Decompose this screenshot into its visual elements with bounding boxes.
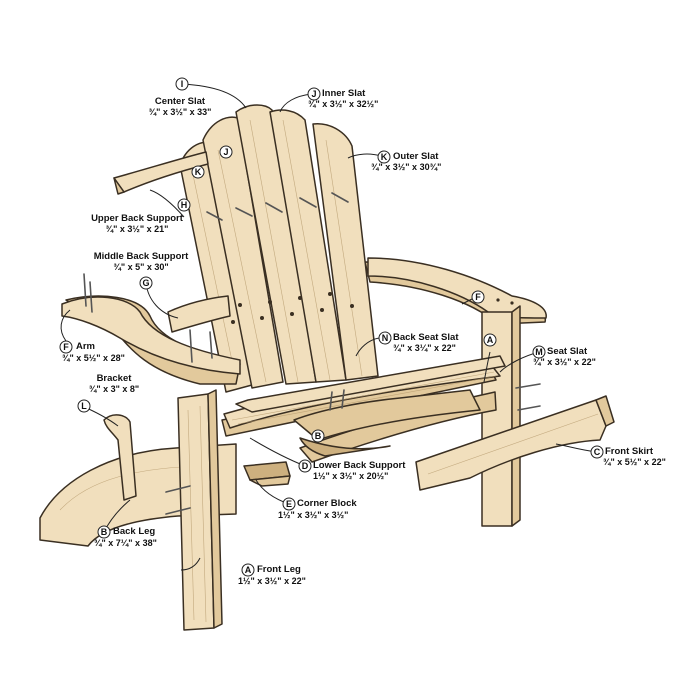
label-seat-slat: Seat Slat ¾" x 3½" x 22" (533, 346, 596, 368)
corner-block-dims: 1½" x 3½" x 3½" (278, 510, 349, 520)
label-back-seat-slat: Back Seat Slat ¾" x 3¼" x 22" (393, 332, 458, 354)
back-leg-name: Back Leg (113, 526, 156, 537)
outer-slat-name: Outer Slat (393, 151, 439, 162)
middle-back-support-dims: ¾" x 5" x 30" (113, 262, 169, 272)
center-slat-name: Center Slat (154, 96, 206, 107)
inner-slat-name: Inner Slat (322, 88, 366, 99)
callout-i-marker: I (175, 77, 189, 91)
callout-f-right-marker: F (471, 290, 485, 304)
label-front-skirt: Front Skirt ¾" x 5½" x 22" (603, 446, 666, 468)
part-letter-k-left: K (195, 167, 202, 177)
svg-text:B: B (101, 527, 108, 537)
left-front-leg-part (165, 389, 223, 631)
lower-back-support-name: Lower Back Support (313, 460, 406, 471)
svg-text:I: I (181, 79, 184, 89)
corner-block-part (243, 461, 291, 487)
svg-text:A: A (487, 335, 494, 345)
lower-back-support-dims: 1½" x 3½" x 20½" (313, 471, 389, 481)
label-inner-slat: Inner Slat ¾" x 3½" x 32½" (308, 88, 378, 110)
label-arm-dims: ¾" x 5½" x 28" (62, 353, 125, 364)
center-slat-dims: ¾" x 3½" x 33" (148, 107, 212, 117)
svg-text:E: E (286, 499, 292, 509)
corner-block-name: Corner Block (297, 498, 357, 509)
seat-slat-name: Seat Slat (547, 346, 588, 357)
back-slats (179, 104, 379, 393)
svg-text:F: F (63, 342, 69, 352)
middle-back-support-part (167, 295, 231, 333)
upper-back-support-dims: ¾" x 3½" x 21" (105, 224, 169, 234)
svg-text:J: J (311, 89, 316, 99)
right-arm-part (364, 257, 547, 325)
label-arm: Arm (76, 341, 95, 352)
label-center-slat: Center Slat ¾" x 3½" x 33" (149, 96, 212, 118)
svg-text:H: H (181, 200, 188, 210)
back-seat-slat-dims: ¾" x 3¼" x 22" (393, 343, 456, 353)
upper-back-support-part (113, 151, 209, 195)
inner-slat-dims: ¾" x 3½" x 32½" (308, 99, 379, 109)
svg-text:G: G (142, 278, 149, 288)
arm-dims: ¾" x 5½" x 28" (62, 353, 125, 363)
callout-m-marker: M (532, 345, 546, 359)
label-lower-back-support: Lower Back Support 1½" x 3½" x 20½" (313, 460, 405, 482)
part-letter-j-left: J (223, 147, 228, 157)
callout-b-marker: B (97, 525, 111, 539)
svg-text:C: C (594, 447, 601, 457)
label-corner-block-dims: 1½" x 3½" x 3½" (278, 510, 348, 521)
left-arm-part (61, 273, 241, 385)
callout-a-right-marker: A (483, 333, 497, 347)
back-seat-slat-name: Back Seat Slat (393, 332, 459, 343)
callout-h-marker: H (177, 198, 191, 212)
callout-c-marker: C (590, 445, 604, 459)
outer-slat-dims: ¾" x 3½" x 30¾" (371, 162, 442, 172)
svg-text:D: D (302, 461, 309, 471)
bracket-part (103, 414, 137, 501)
callout-j-marker: J (307, 87, 321, 101)
callout-l-marker: L (77, 399, 91, 413)
front-leg-name: Front Leg (257, 564, 301, 575)
middle-back-support-name: Middle Back Support (93, 251, 189, 262)
label-bracket: Bracket ¾" x 3" x 8" (89, 373, 139, 395)
callout-letter-circles: I J K H G F L B A A F N M C D E (59, 77, 604, 577)
callout-a-left-marker: A (241, 563, 255, 577)
label-back-leg-dims: ¾" x 7¼" x 38" (94, 538, 157, 549)
callout-k-marker: K (377, 150, 391, 164)
svg-text:L: L (81, 401, 87, 411)
seat (221, 355, 541, 457)
callout-n-marker: N (378, 331, 392, 345)
front-skirt-name: Front Skirt (605, 446, 654, 457)
upper-back-support-name: Upper Back Support (91, 213, 183, 224)
svg-text:A: A (245, 565, 252, 575)
front-leg-dims: 1½" x 3½" x 22" (238, 576, 306, 586)
label-corner-block: Corner Block (297, 498, 357, 509)
label-front-leg: Front Leg (257, 564, 301, 575)
svg-text:F: F (475, 292, 481, 302)
label-upper-back-support: Upper Back Support ¾" x 3½" x 21" (91, 213, 183, 235)
svg-text:N: N (382, 333, 389, 343)
callout-g-marker: G (139, 276, 153, 290)
svg-text:M: M (535, 347, 543, 357)
on-part-letters: J K B (191, 145, 325, 443)
front-skirt-dims: ¾" x 5½" x 22" (603, 457, 666, 467)
bracket-dims: ¾" x 3" x 8" (88, 384, 140, 394)
callout-d-marker: D (298, 459, 312, 473)
arm-name: Arm (76, 341, 96, 352)
callout-f-left-marker: F (59, 340, 73, 354)
label-outer-slat: Outer Slat ¾" x 3½" x 30¾" (371, 151, 441, 173)
label-front-leg-dims: 1½" x 3½" x 22" (238, 576, 306, 587)
svg-text:K: K (381, 152, 388, 162)
bracket-name: Bracket (96, 373, 132, 384)
back-leg-dims: ¾" x 7¼" x 38" (94, 538, 157, 548)
front-skirt-part (415, 395, 615, 491)
callout-e-marker: E (282, 497, 296, 511)
seat-slat-dims: ¾" x 3½" x 22" (533, 357, 596, 367)
label-middle-back-support: Middle Back Support ¾" x 5" x 30" (94, 251, 188, 273)
part-letter-b-right: B (315, 431, 322, 441)
label-back-leg: Back Leg (113, 526, 155, 537)
